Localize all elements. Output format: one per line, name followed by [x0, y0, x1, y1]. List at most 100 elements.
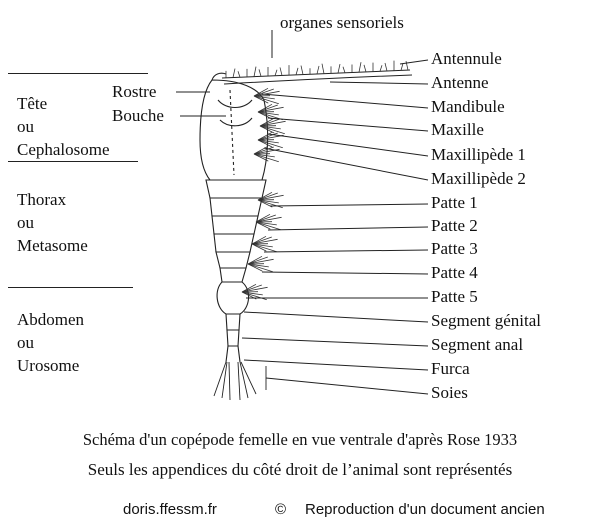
- appendage-seta: [259, 125, 281, 130]
- antennule-drawing: [221, 69, 413, 85]
- appendage-seta: [253, 145, 269, 155]
- appendage-seta: [255, 221, 277, 226]
- label-patte-1: Patte 1: [431, 193, 478, 212]
- appendage-seta: [247, 258, 274, 265]
- appendage-seta: [257, 111, 279, 116]
- appendage-seta: [257, 139, 279, 144]
- appendage-seta: [255, 213, 271, 223]
- appendage-seta: [255, 221, 281, 231]
- appendage-seta: [257, 134, 284, 141]
- appendage-seta: [241, 291, 263, 296]
- label-segment-genital: Segment génital: [431, 311, 542, 330]
- sensory-hair: [232, 68, 236, 78]
- appendage-seta: [257, 194, 284, 201]
- appendage-seta: [259, 118, 280, 127]
- credit-note: Reproduction d'un document ancien: [305, 501, 545, 518]
- sensory-organs-label: organes sensoriels: [280, 13, 404, 32]
- appendage-seta: [253, 95, 279, 105]
- appendage-seta: [255, 216, 282, 223]
- region-thorax-line2: ou: [17, 213, 34, 232]
- label-patte-4: Patte 4: [431, 263, 478, 282]
- appendage-seta: [253, 95, 269, 104]
- appendage-seta: [253, 146, 274, 155]
- sensory-hair: [379, 65, 383, 72]
- sensory-hair: [279, 67, 283, 76]
- region-rule-head-thorax: [8, 161, 138, 162]
- appendage-seta: [253, 153, 279, 163]
- sensory-hair: [300, 65, 304, 75]
- rostrum: [211, 72, 227, 81]
- sensory-hair: [363, 64, 367, 72]
- appendage-seta: [255, 214, 276, 223]
- appendage-seta: [247, 263, 269, 268]
- appendage-seta: [241, 286, 268, 293]
- appendage-seta: [257, 104, 278, 113]
- rostrum-label: Rostre: [112, 82, 157, 101]
- appendage-seta: [247, 255, 263, 265]
- sensory-hair: [337, 63, 341, 74]
- appendage-seta: [255, 221, 271, 230]
- sensory-hair: [400, 63, 404, 71]
- label-patte-3: Patte 3: [431, 239, 478, 258]
- appendage-seta: [253, 87, 269, 97]
- appendage-seta: [253, 90, 280, 97]
- urosome-segments: [225, 313, 241, 347]
- sensory-hair: [405, 60, 409, 71]
- appendage-seta: [257, 131, 273, 141]
- appendage-seta: [251, 238, 278, 245]
- appendage-seta: [259, 125, 275, 134]
- label-maxille: Maxille: [431, 120, 484, 139]
- appendage-seta: [247, 263, 273, 273]
- appendage-seta: [257, 199, 283, 209]
- setae-drawing: [213, 361, 267, 401]
- appendage-seta: [241, 283, 257, 293]
- label-maxillipede-1: Maxillipède 1: [431, 145, 526, 164]
- sensory-hair: [384, 62, 388, 72]
- label-antennule: Antennule: [431, 49, 502, 68]
- appendage-seta: [257, 139, 283, 149]
- appendage-seta: [257, 132, 278, 141]
- region-head: Tête ou Cephalosome: [17, 92, 110, 161]
- sensory-hair: [342, 66, 346, 73]
- label-antenne: Antenne: [431, 73, 489, 92]
- appendage-seta: [251, 243, 273, 248]
- region-head-line2: ou: [17, 117, 34, 136]
- region-abdomen-line3: Urosome: [17, 356, 80, 375]
- appendage-seta: [253, 95, 275, 100]
- furca: [225, 345, 241, 363]
- sensory-hair: [253, 66, 257, 77]
- appendage-seta: [251, 243, 267, 252]
- sensory-hair: [316, 65, 320, 75]
- appendage-seta: [259, 125, 285, 135]
- copyright-icon: ©: [275, 501, 287, 518]
- region-abdomen: Abdomen ou Urosome: [17, 308, 84, 377]
- appendage-seta: [259, 117, 275, 127]
- label-segment-anal: Segment anal: [431, 335, 524, 354]
- appendage-seta: [253, 153, 275, 158]
- appendage-seta: [251, 235, 267, 245]
- sensory-hair: [274, 69, 278, 76]
- region-rule-thorax-abdomen: [8, 287, 133, 288]
- label-patte-2: Patte 2: [431, 216, 478, 235]
- label-patte-5: Patte 5: [431, 287, 478, 306]
- sensory-hair: [321, 63, 325, 74]
- appendage-seta: [257, 199, 279, 204]
- appendage-seta: [247, 263, 263, 272]
- caption-line-1: Schéma d'un copépode femelle en vue vent…: [82, 430, 518, 449]
- label-mandibule: Mandibule: [431, 97, 505, 116]
- region-thorax: Thorax ou Metasome: [17, 188, 88, 257]
- sensory-hair: [295, 67, 299, 75]
- appendage-seta: [257, 103, 273, 113]
- appendage-seta: [247, 256, 268, 265]
- sensory-hair: [358, 62, 362, 73]
- region-abdomen-line2: ou: [17, 333, 34, 352]
- appendage-seta: [253, 88, 274, 97]
- leader-lines: [176, 30, 429, 395]
- region-thorax-line3: Metasome: [17, 236, 88, 255]
- region-abdomen-line1: Abdomen: [17, 310, 85, 329]
- label-furca: Furca: [431, 359, 470, 378]
- appendage-seta: [259, 120, 286, 127]
- mouth-label: Bouche: [112, 106, 164, 125]
- sensory-hair: [258, 69, 262, 77]
